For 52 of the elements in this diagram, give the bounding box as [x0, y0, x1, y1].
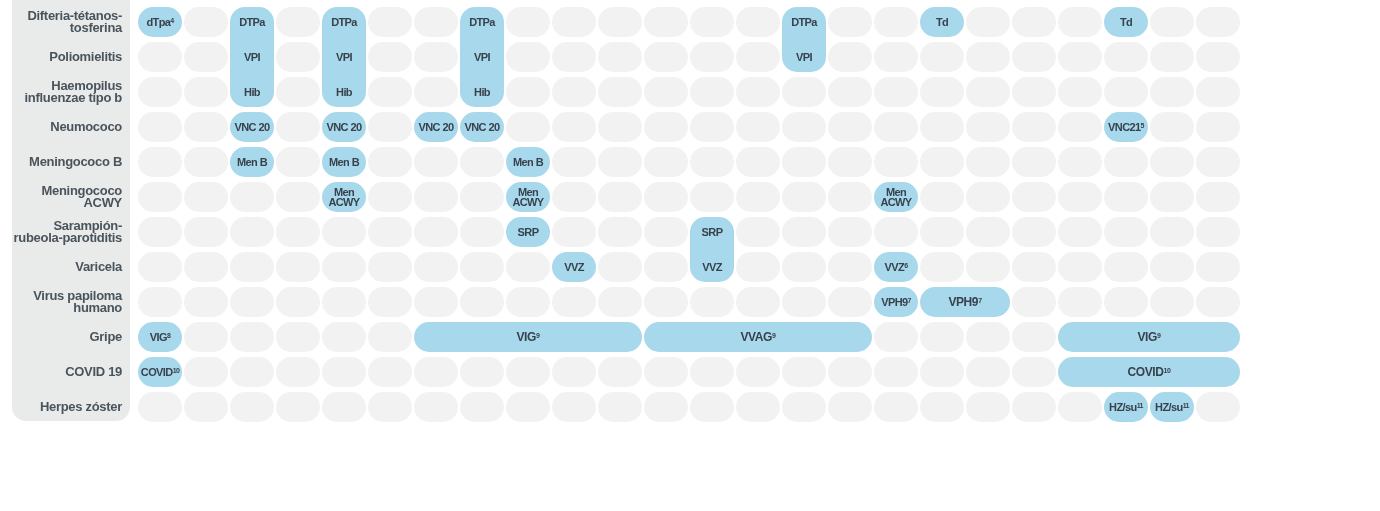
vaccine-label: dTpa$^{4}$	[145, 16, 175, 28]
vaccine-label: COVID$^{10}$	[1126, 366, 1172, 378]
vaccine-label: DTPa	[238, 16, 267, 28]
vaccine-label: VPH9$^{7}$	[947, 296, 983, 308]
vaccine-label: VPI	[473, 51, 491, 63]
vaccine-label: VNC21$^{5}$	[1107, 121, 1145, 133]
vaccine-label: Men B	[236, 156, 268, 168]
vaccine-label: DTPa	[468, 16, 497, 28]
disease-label: Herpes zóster	[38, 401, 122, 413]
disease-label: Gripe	[88, 331, 122, 343]
disease-label: Varicela	[74, 261, 122, 273]
vaccine-label: Hib	[335, 86, 353, 98]
disease-label: Haemopilus influenzae tipo b	[23, 80, 122, 104]
vaccine-label: VNC 20	[233, 121, 271, 133]
vaccine-label: Men ACWY	[879, 187, 913, 207]
vaccine-label: DTPa	[790, 16, 819, 28]
vaccine-label: HZ/su$^{11}$	[1154, 401, 1190, 413]
vaccine-label: VPI	[335, 51, 353, 63]
vaccine-label: HZ/su$^{11}$	[1108, 401, 1144, 413]
vaccine-label: VVZ	[563, 261, 586, 273]
vaccine-label: Men B	[512, 156, 544, 168]
disease-label: Sarampión-rubeola-parotiditis	[12, 220, 122, 244]
vaccine-label: Hib	[473, 86, 491, 98]
disease-label: Poliomielitis	[48, 51, 122, 63]
vaccine-label: Men ACWY	[511, 187, 545, 207]
vaccine-label: DTPa	[330, 16, 359, 28]
vaccine-label: VVAG$^{9}$	[739, 331, 777, 343]
vaccine-label: Men ACWY	[327, 187, 361, 207]
vaccine-label: VIG$^{9}$	[515, 331, 541, 343]
disease-label: Meningococo ACWY	[40, 185, 122, 209]
disease-label: COVID 19	[64, 366, 122, 378]
disease-label: Meningococo B	[28, 156, 122, 168]
disease-label: Neumococo	[49, 121, 122, 133]
vaccine-label: VPI	[243, 51, 261, 63]
vaccine-label: Td	[934, 16, 950, 28]
vaccine-label: VIG$^{8}$	[148, 331, 172, 343]
vaccine-label: SRP	[700, 226, 724, 238]
vaccine-label: VPH9$^{7}$	[880, 296, 912, 308]
vaccine-label: Td	[1118, 16, 1134, 28]
vaccine-label: VNC 20	[463, 121, 501, 133]
vaccine-label: VPI	[795, 51, 813, 63]
vaccine-label: COVID$^{10}$	[139, 366, 181, 378]
vaccine-label: VIG$^{9}$	[1136, 331, 1162, 343]
vaccine-label: SRP	[516, 226, 540, 238]
vaccine-label: VNC 20	[417, 121, 455, 133]
disease-label: Virus papiloma humano	[32, 290, 122, 314]
disease-label: Difteria-tétanos-tosferina	[26, 10, 122, 34]
vaccine-label: VVZ$^{6}$	[883, 261, 909, 273]
vaccine-label: VNC 20	[325, 121, 363, 133]
vaccine-label: Men B	[328, 156, 360, 168]
vaccine-label: VVZ	[701, 261, 724, 273]
vaccine-label: Hib	[243, 86, 261, 98]
